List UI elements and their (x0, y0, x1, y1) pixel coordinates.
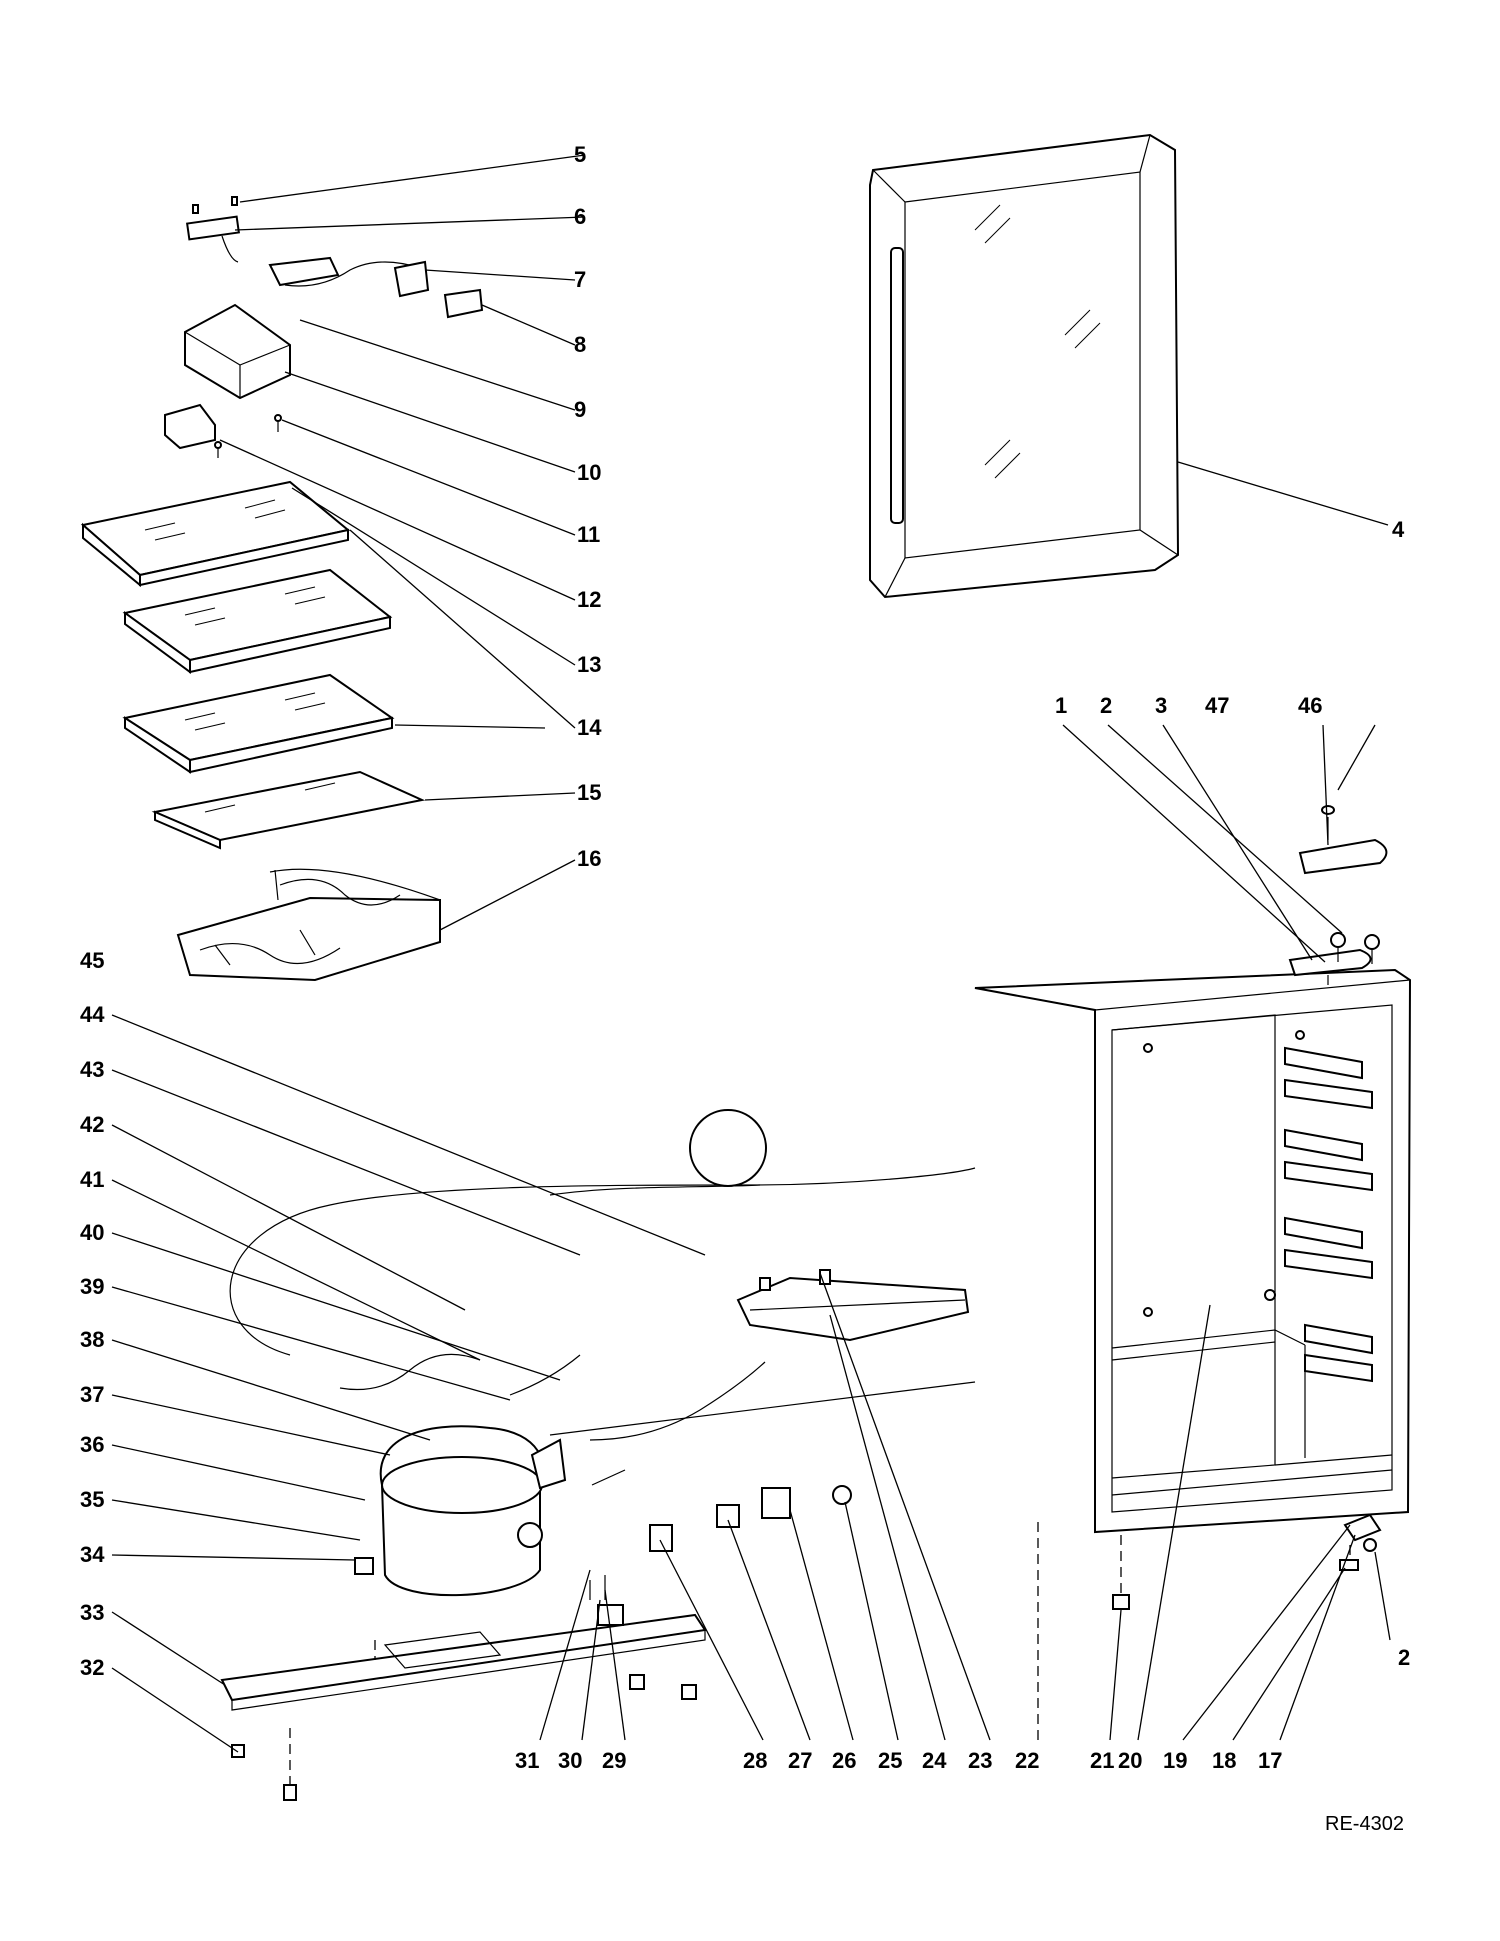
top-hinge-assembly (1288, 805, 1388, 985)
callout-5: 5 (574, 142, 586, 167)
screws-left (192, 196, 282, 458)
callout-9: 9 (574, 397, 586, 422)
callout-15: 15 (577, 780, 601, 805)
callout-21: 21 (1090, 1748, 1114, 1773)
callout-42: 42 (80, 1112, 104, 1137)
glass-shelves (80, 480, 426, 850)
callout-14: 14 (577, 715, 602, 740)
callout-11: 11 (577, 522, 600, 547)
control-parts (164, 215, 484, 450)
callout-46: 46 (1298, 693, 1322, 718)
cabinet-body (974, 968, 1412, 1534)
callout-27: 27 (788, 1748, 812, 1773)
base-plate (220, 1613, 707, 1800)
callout-10: 10 (577, 460, 601, 485)
callout-25: 25 (878, 1748, 902, 1773)
callout-13: 13 (577, 652, 601, 677)
callout-39: 39 (80, 1274, 104, 1299)
callout-45: 45 (80, 948, 104, 973)
callout-4: 4 (1392, 517, 1405, 542)
callout-35: 35 (80, 1487, 104, 1512)
callout-34: 34 (80, 1542, 105, 1567)
callout-7: 7 (574, 267, 586, 292)
callout-6: 6 (574, 204, 586, 229)
callout-33: 33 (80, 1600, 104, 1625)
callout-26: 26 (832, 1748, 856, 1773)
callout-17: 17 (1258, 1748, 1282, 1773)
callout-38: 38 (80, 1327, 104, 1352)
callout-30: 30 (558, 1748, 582, 1773)
callout-1: 1 (1055, 693, 1067, 718)
callout-22: 22 (1015, 1748, 1039, 1773)
callout-41: 41 (80, 1167, 104, 1192)
wire-basket (176, 868, 441, 982)
callout-labels: 5 6 7 8 9 10 11 12 13 14 15 16 4 1 2 3 4… (80, 142, 1410, 1835)
callout-12: 12 (577, 587, 601, 612)
bottom-hinge-assembly (1112, 1513, 1382, 1610)
callout-31: 31 (515, 1748, 539, 1773)
electrical-components (649, 1269, 970, 1552)
callout-16: 16 (577, 846, 601, 871)
callout-8: 8 (574, 332, 586, 357)
callout-32: 32 (80, 1655, 104, 1680)
callout-44: 44 (80, 1002, 105, 1027)
door-handle (890, 247, 904, 524)
document-id: RE-4302 (1325, 1813, 1404, 1835)
callout-47: 47 (1205, 693, 1229, 718)
leader-lines (111, 154, 1391, 1753)
callout-2-lower: 2 (1398, 1645, 1410, 1670)
callout-43: 43 (80, 1057, 104, 1082)
callout-40: 40 (80, 1220, 104, 1245)
callout-24: 24 (922, 1748, 947, 1773)
callout-37: 37 (80, 1382, 104, 1407)
callout-3: 3 (1155, 693, 1167, 718)
compressor-assembly (229, 1109, 976, 1597)
callout-36: 36 (80, 1432, 104, 1457)
callout-2: 2 (1100, 693, 1112, 718)
callout-20: 20 (1118, 1748, 1142, 1773)
callout-18: 18 (1212, 1748, 1236, 1773)
callout-28: 28 (743, 1748, 767, 1773)
callout-29: 29 (602, 1748, 626, 1773)
shelf-rails (1284, 1046, 1373, 1383)
door-assembly (869, 133, 1180, 599)
callout-19: 19 (1163, 1748, 1187, 1773)
callout-23: 23 (968, 1748, 992, 1773)
base-hardware (231, 1575, 697, 1801)
